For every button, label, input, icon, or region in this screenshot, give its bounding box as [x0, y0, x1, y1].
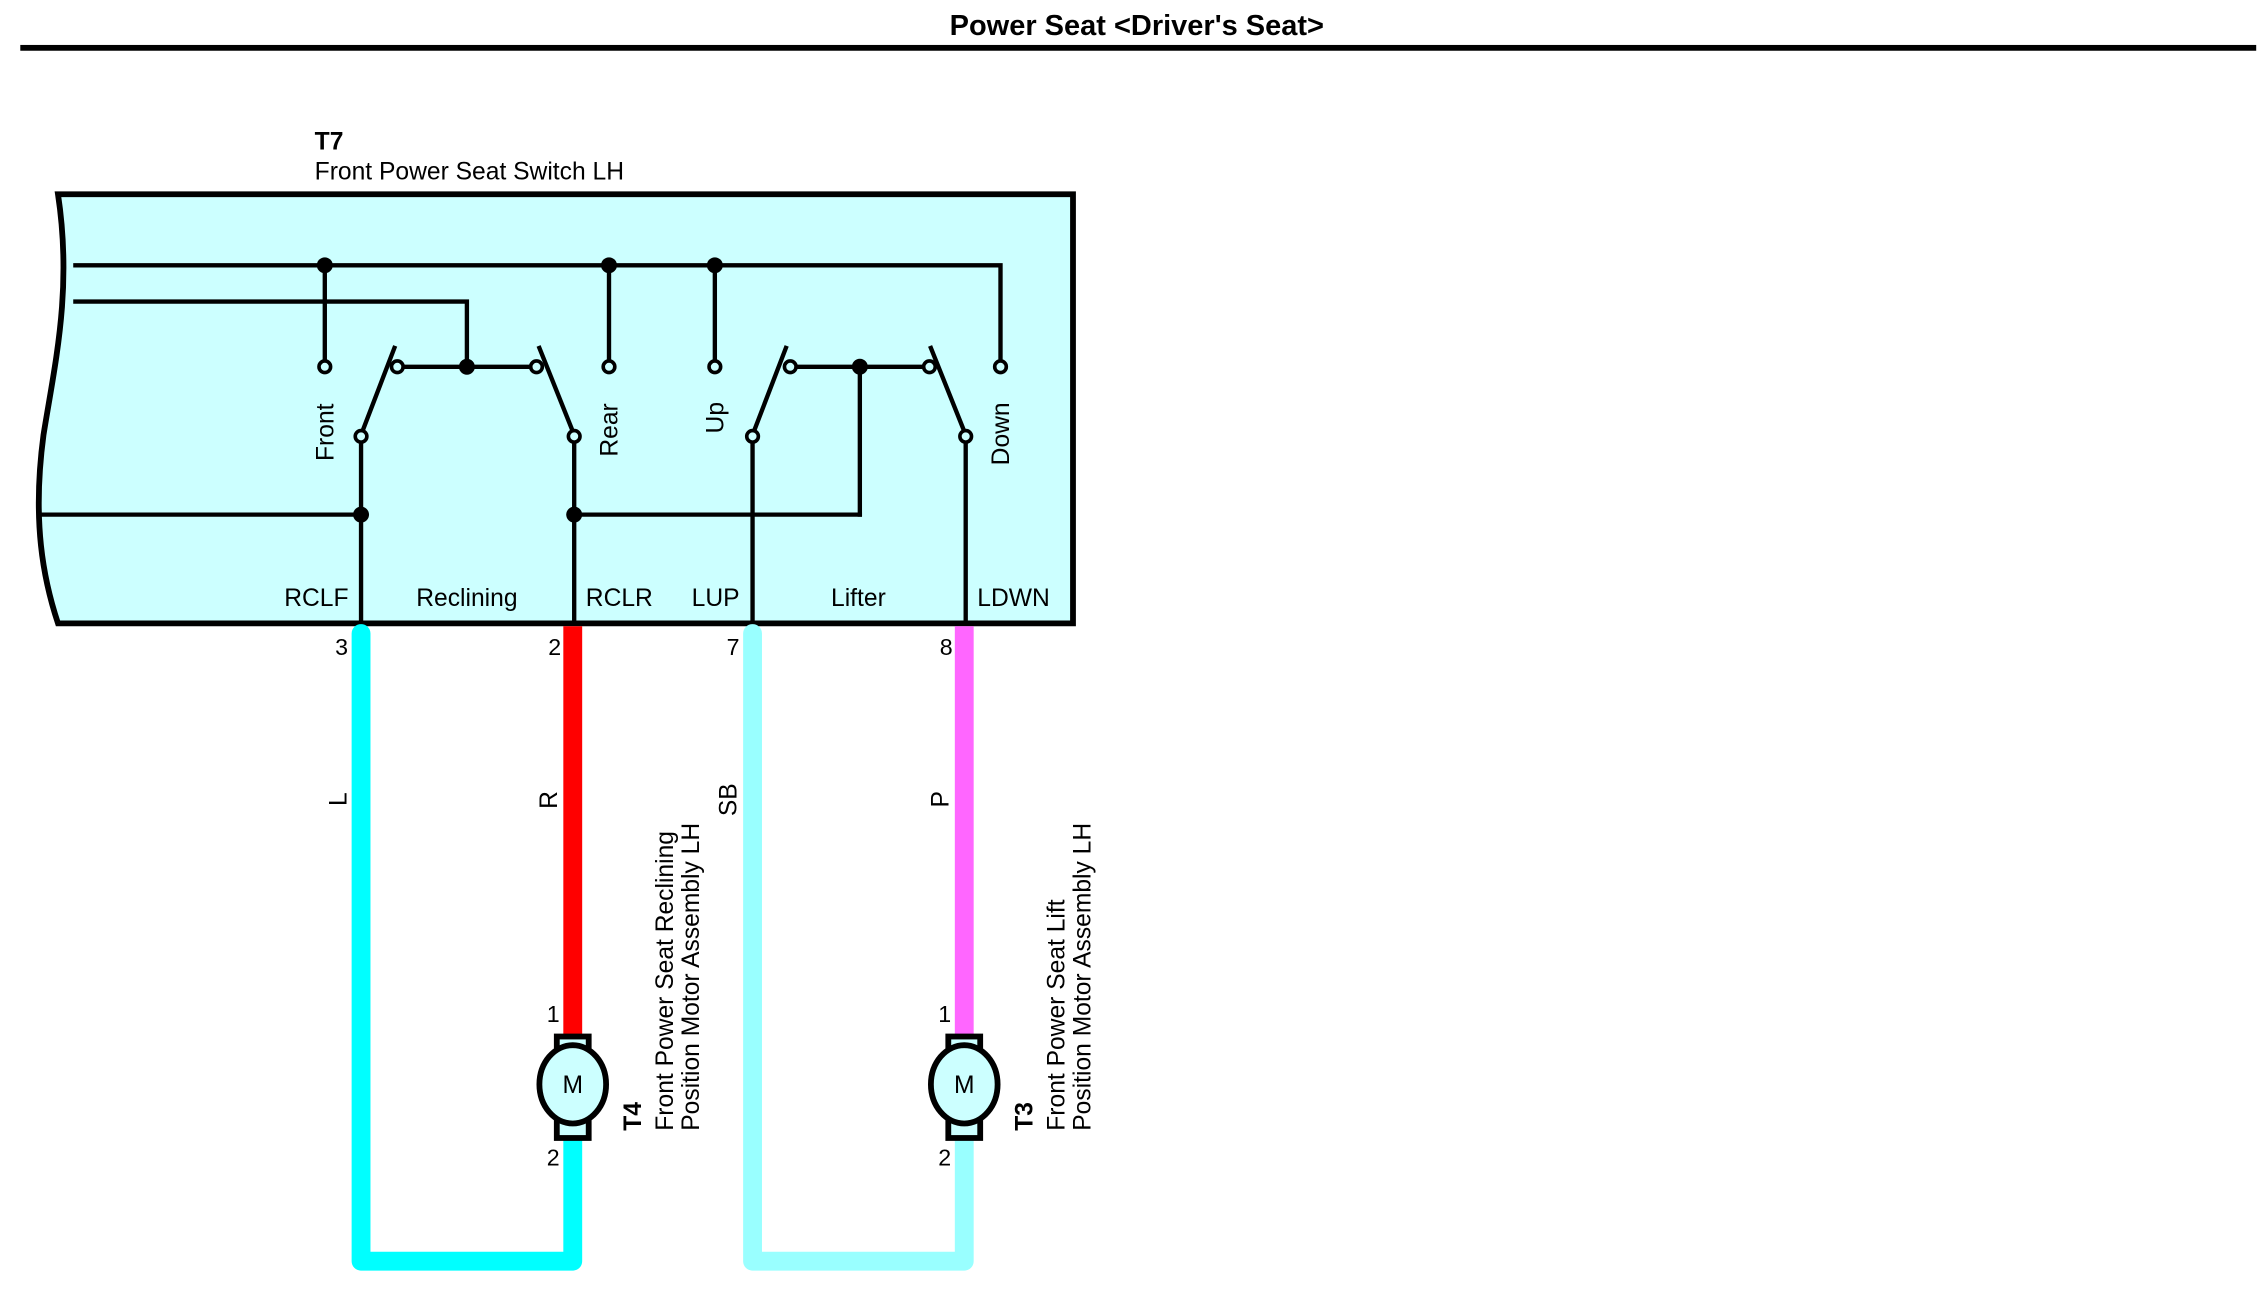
contact-label-rear: Rear	[597, 403, 624, 456]
switch-code: T7	[315, 128, 344, 155]
motor-name-t3-line1: Front Power Seat Lift	[1043, 899, 1070, 1130]
contact-terminal	[782, 359, 798, 375]
motor-code-t3: T3	[1011, 1102, 1038, 1131]
pin-number: 8	[940, 634, 953, 660]
switch-blade-up	[749, 345, 789, 438]
terminal-label-ldwn: LDWN	[977, 585, 1050, 612]
contact-circles	[317, 359, 1009, 444]
pin-number: 7	[727, 634, 740, 660]
junction-dot	[458, 358, 475, 375]
junction-dots	[316, 257, 868, 523]
switch-blade-rear	[536, 345, 578, 438]
motor-name-t4-line2: Position Motor Assembly LH	[678, 823, 705, 1131]
motor-icon	[536, 1042, 609, 1127]
terminal-label-lup: LUP	[692, 585, 740, 612]
header-rule	[20, 44, 2257, 51]
pin-number: 2	[548, 634, 561, 660]
switch-blade-front	[358, 345, 398, 438]
contact-terminal	[353, 428, 369, 444]
motor-t3: M	[928, 1033, 1001, 1141]
switch-box	[35, 191, 1076, 627]
motor-pin-number: 1	[547, 1001, 560, 1027]
contact-terminal	[992, 359, 1009, 375]
switch-internal-wiring	[41, 263, 1003, 626]
junction-dot	[851, 358, 868, 375]
contact-terminal	[707, 359, 723, 375]
switch-blade-down	[928, 345, 969, 438]
wire-color-code: L	[326, 792, 353, 806]
terminal-label-rclr: RCLR	[586, 585, 653, 612]
motor-symbol: M	[954, 1072, 975, 1099]
motor-name-t3-line2: Position Motor Assembly LH	[1069, 823, 1096, 1131]
contact-terminal	[389, 359, 405, 375]
wire-color-code: SB	[716, 783, 743, 816]
wire-l	[351, 624, 583, 1271]
contact-terminal	[601, 359, 617, 375]
page-title: Power Seat <Driver's Seat>	[950, 10, 1324, 42]
pin-number: 3	[335, 634, 348, 660]
motor-pin-number: 1	[938, 1001, 951, 1027]
wire-color-code: P	[927, 791, 954, 807]
contact-label-down: Down	[988, 402, 1015, 465]
motor-code-t4: T4	[620, 1102, 647, 1131]
contact-terminal	[566, 428, 582, 444]
terminal-label-reclining: Reclining	[416, 585, 517, 612]
junction-dot	[353, 506, 370, 523]
junction-dot	[566, 506, 583, 523]
motor-icon	[928, 1042, 1001, 1127]
contact-terminal	[958, 428, 974, 444]
motor-t4: M	[536, 1033, 609, 1141]
junction-dot	[706, 257, 723, 274]
terminal-label-lifter: Lifter	[831, 585, 886, 612]
contact-label-up: Up	[703, 402, 730, 433]
contact-terminal	[921, 359, 938, 375]
junction-dot	[601, 257, 617, 274]
contact-terminal	[744, 428, 761, 444]
switch-name: Front Power Seat Switch LH	[315, 159, 624, 186]
contact-label-front: Front	[312, 403, 339, 461]
wire-sb	[743, 624, 974, 1271]
contact-terminal	[317, 359, 333, 375]
harness-wires	[351, 624, 974, 1271]
terminal-label-rclf: RCLF	[284, 585, 348, 612]
junction-dot	[316, 257, 333, 274]
contact-terminal	[528, 359, 545, 375]
motor-pin-number: 2	[938, 1145, 951, 1171]
wire-color-code: R	[536, 791, 563, 809]
motor-pin-number: 2	[547, 1145, 560, 1171]
motor-name-t4-line1: Front Power Seat Reclining	[652, 831, 679, 1131]
motor-symbol: M	[562, 1072, 583, 1099]
